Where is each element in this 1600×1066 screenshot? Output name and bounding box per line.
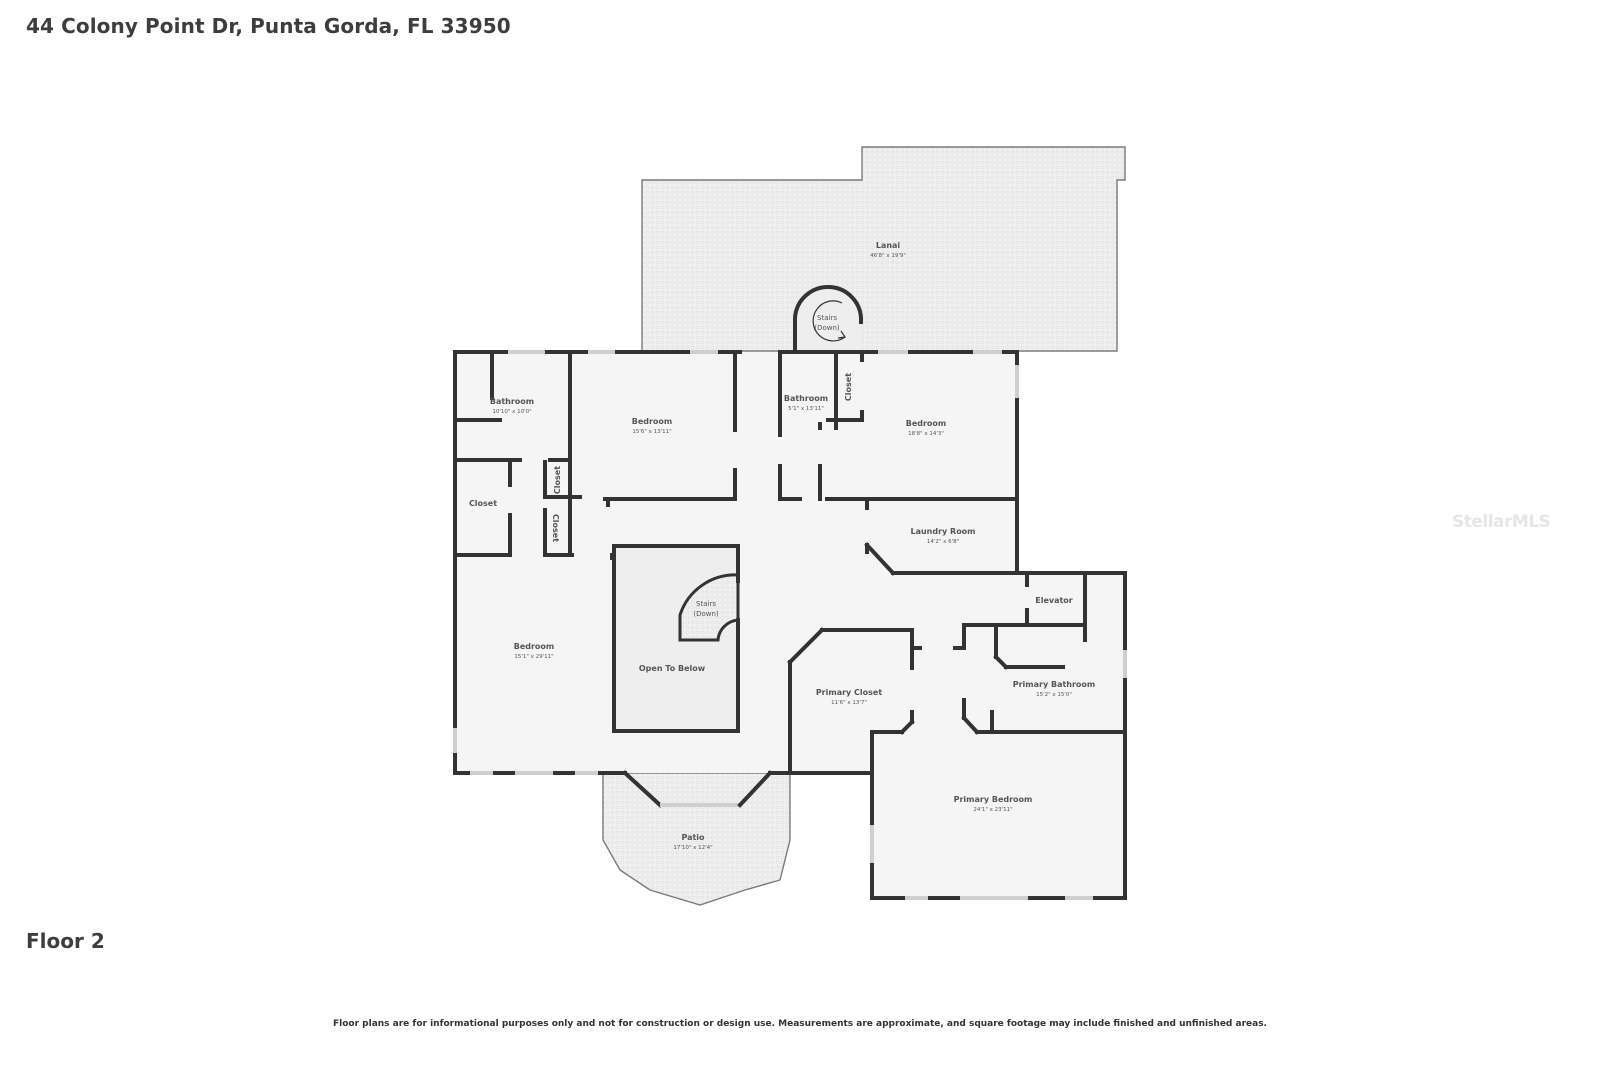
lanai-stairs-label: Stairs [817, 314, 837, 322]
lanai-label: Lanai [876, 241, 901, 250]
closet-right-label: Closet [844, 373, 853, 401]
primary-closet-label: Primary Closet [816, 688, 883, 697]
bedroom1-label: Bedroom [632, 417, 673, 426]
floor-label: Floor 2 [26, 929, 105, 953]
laundry-label: Laundry Room [910, 527, 975, 536]
elevator-label: Elevator [1035, 596, 1073, 605]
disclaimer-text: Floor plans are for informational purpos… [333, 1019, 1267, 1029]
lanai-dims: 46'8" x 19'9" [870, 253, 906, 259]
property-address: 44 Colony Point Dr, Punta Gorda, FL 3395… [26, 14, 511, 38]
primary-bathroom-dims: 15'2" x 15'0" [1036, 692, 1072, 698]
closet-left-label: Closet [469, 499, 497, 508]
closet-small2-label: Closet [551, 514, 560, 542]
bedroom3-label: Bedroom [514, 642, 555, 651]
bathroom1-dims: 10'10" x 10'0" [492, 409, 531, 415]
bedroom3-dims: 15'1" x 29'11" [514, 654, 553, 660]
inner-stairs-label: Stairs [696, 600, 716, 608]
primary-bedroom-label: Primary Bedroom [954, 795, 1033, 804]
walls [453, 350, 1127, 900]
primary-closet-dims: 11'6" x 13'7" [831, 700, 867, 706]
bathroom2-label: Bathroom [784, 394, 828, 403]
bathroom2-dims: 5'1" x 13'11" [788, 406, 824, 412]
patio-dims: 17'10" x 12'4" [673, 845, 712, 851]
closet-small1-label: Closet [553, 466, 562, 494]
laundry-dims: 14'2" x 6'8" [927, 539, 959, 545]
lanai-stairs-sub: (Down) [814, 324, 840, 332]
room-labels: Lanai 46'8" x 19'9" Stairs (Down) Bathro… [469, 241, 1095, 851]
interior-floor [455, 352, 1125, 898]
bedroom2-label: Bedroom [906, 419, 947, 428]
lanai-stairs [793, 285, 864, 353]
open-to-below-label: Open To Below [639, 664, 706, 673]
patio-area [602, 772, 791, 906]
inner-stairs-sub: (Down) [693, 610, 719, 618]
primary-bathroom-label: Primary Bathroom [1013, 680, 1096, 689]
primary-bedroom-dims: 24'1" x 23'11" [973, 807, 1012, 813]
bedroom1-dims: 15'6" x 13'11" [632, 429, 671, 435]
patio-label: Patio [681, 833, 705, 842]
bathroom1-label: Bathroom [490, 397, 534, 406]
watermark-logo: StellarMLS [1452, 512, 1551, 532]
bedroom2-dims: 18'8" x 14'3" [908, 431, 944, 437]
